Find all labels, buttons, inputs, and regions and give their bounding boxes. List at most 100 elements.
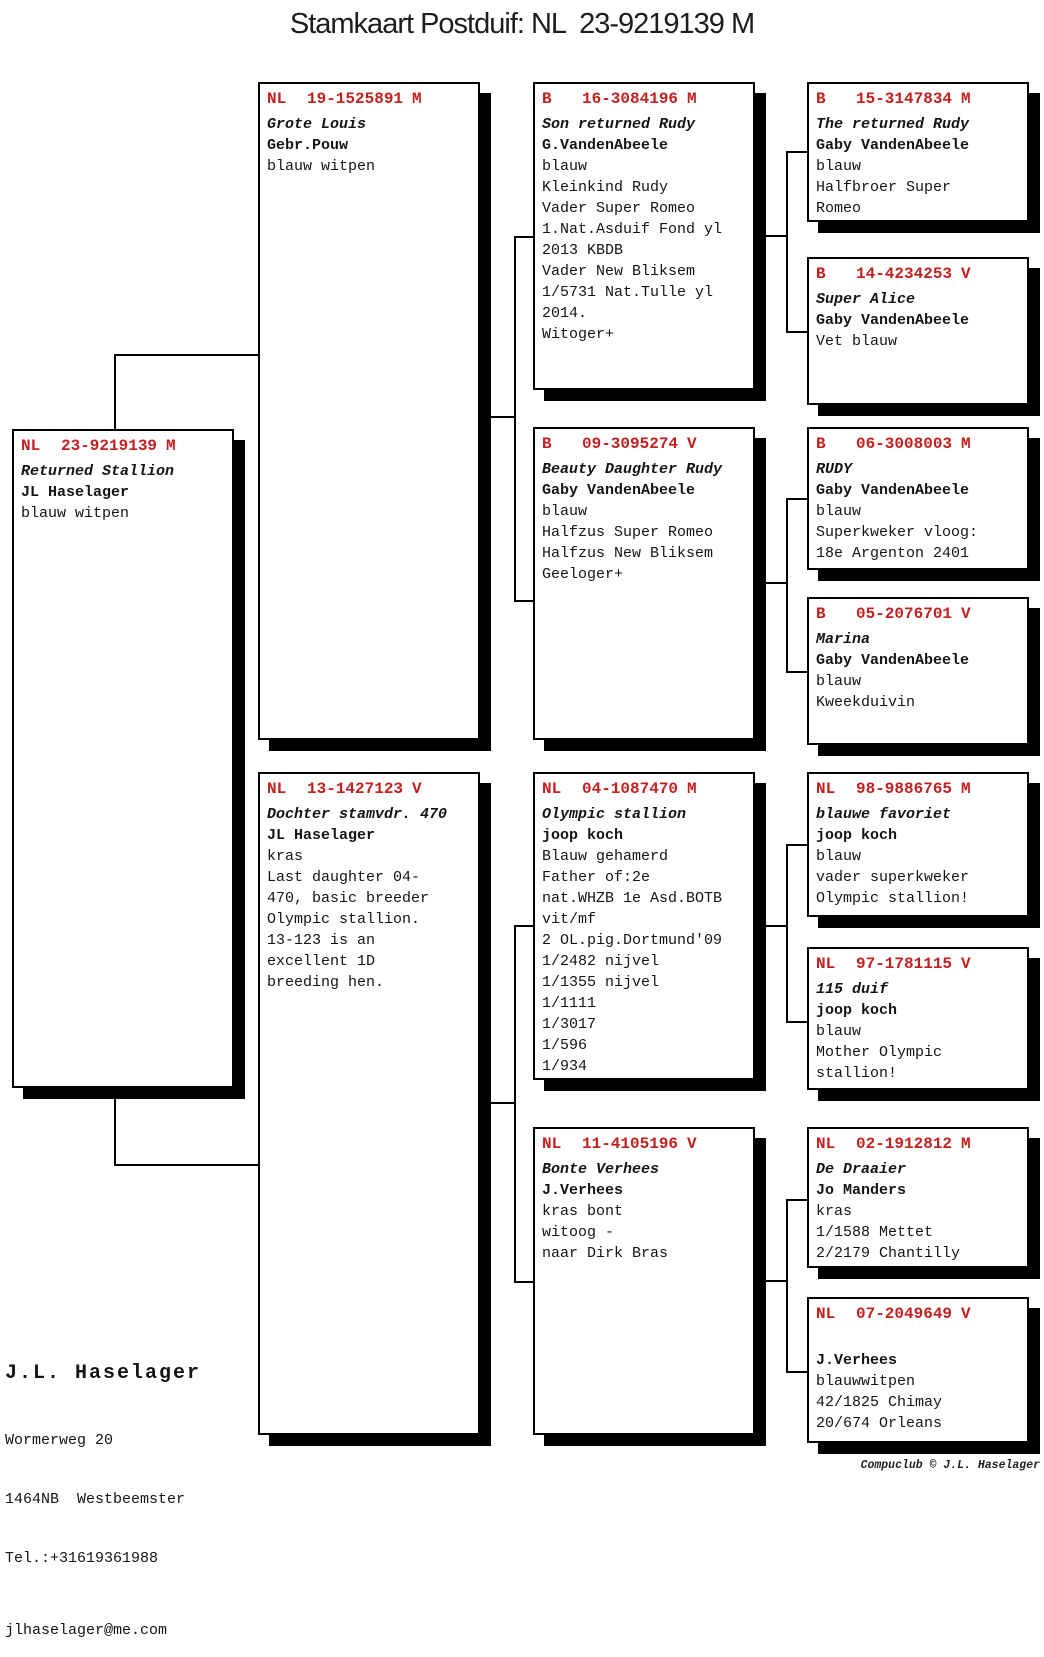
info-line: vader superkweker bbox=[816, 869, 970, 886]
owner-name: Gaby VandenAbeele bbox=[816, 652, 970, 669]
info-line: blauw bbox=[816, 673, 862, 690]
country-code: B bbox=[816, 605, 826, 623]
info-line: 1/2482 nijvel bbox=[542, 953, 660, 970]
info-line: Romeo bbox=[816, 200, 862, 217]
owner-name: J.Verhees bbox=[816, 1352, 898, 1369]
info-line: naar Dirk Bras bbox=[542, 1245, 669, 1262]
info-line: 13-123 is an bbox=[267, 932, 376, 949]
sex-code: M bbox=[961, 435, 971, 453]
info-line: Vet blauw bbox=[816, 333, 898, 350]
info-line: 42/1825 Chimay bbox=[816, 1394, 943, 1411]
owner-name: Gaby VandenAbeele bbox=[816, 137, 970, 154]
info-line: 1.Nat.Asduif Fond yl bbox=[542, 221, 723, 238]
connector-line bbox=[114, 354, 116, 431]
info-line: blauw witpen bbox=[267, 158, 376, 175]
sex-code: V bbox=[961, 955, 971, 973]
connector-line bbox=[755, 235, 788, 237]
owner-name: JL Haselager bbox=[21, 484, 130, 501]
pigeon-name: Olympic stallion bbox=[542, 806, 687, 823]
country-code: NL bbox=[816, 780, 836, 798]
connector-line bbox=[786, 1199, 807, 1201]
ring-number: 09-3095274 bbox=[582, 435, 679, 453]
sex-code: M bbox=[961, 1135, 971, 1153]
info-line: 1/1111 bbox=[542, 995, 597, 1012]
country-code: B bbox=[816, 90, 826, 108]
info-line: 20/674 Orleans bbox=[816, 1415, 943, 1432]
info-line: Father of:2e bbox=[542, 869, 651, 886]
country-code: NL bbox=[816, 955, 836, 973]
pigeon-name: Super Alice bbox=[816, 291, 916, 308]
sex-code: V bbox=[687, 1135, 697, 1153]
info-line: blauw bbox=[542, 503, 588, 520]
pigeon-name: RUDY bbox=[816, 461, 853, 478]
connector-line bbox=[514, 236, 535, 238]
pigeon-name: Grote Louis bbox=[267, 116, 367, 133]
pigeon-name: Son returned Rudy bbox=[542, 116, 696, 133]
connector-line bbox=[755, 1280, 788, 1282]
country-code: B bbox=[542, 90, 552, 108]
owner-name: G.VandenAbeele bbox=[542, 137, 669, 154]
copyright-note: Compuclub © J.L. Haselager bbox=[860, 1459, 1040, 1472]
info-line: Vader Super Romeo bbox=[542, 200, 696, 217]
owner-name: Jo Manders bbox=[816, 1182, 907, 1199]
sex-code: V bbox=[961, 265, 971, 283]
info-line: breeding hen. bbox=[267, 974, 385, 991]
country-code: B bbox=[816, 435, 826, 453]
connector-line bbox=[786, 671, 807, 673]
info-line: blauw bbox=[816, 1023, 862, 1040]
breeder-contact-block: J.L. Haselager Wormerweg 20 1464NB Westb… bbox=[5, 1326, 201, 1657]
info-line: nat.WHZB 1e Asd.BOTB bbox=[542, 890, 723, 907]
owner-name: joop koch bbox=[816, 1002, 898, 1019]
ring-number: 19-1525891 bbox=[307, 90, 404, 108]
info-line: Vader New Bliksem bbox=[542, 263, 696, 280]
info-line: 1/1588 Mettet bbox=[816, 1224, 934, 1241]
page-title: Stamkaart Postduif: NL 23-9219139 M bbox=[289, 8, 755, 40]
connector-line bbox=[114, 1086, 116, 1166]
ring-number: 14-4234253 bbox=[856, 265, 953, 283]
owner-name: Gaby VandenAbeele bbox=[816, 482, 970, 499]
connector-line bbox=[514, 236, 516, 602]
info-line: Witoger+ bbox=[542, 326, 615, 343]
pigeon-name bbox=[816, 1329, 1022, 1350]
info-line: 2/2179 Chantilly bbox=[816, 1245, 961, 1262]
info-line: Kweekduivin bbox=[816, 694, 916, 711]
breeder-name: J.L. Haselager bbox=[5, 1362, 202, 1385]
pigeon-name: blauwe favoriet bbox=[816, 806, 952, 823]
ring-number: 97-1781115 bbox=[856, 955, 953, 973]
ring-number: 05-2076701 bbox=[856, 605, 953, 623]
connector-line bbox=[114, 354, 260, 356]
sex-code: M bbox=[166, 437, 176, 455]
info-line: 1/5731 Nat.Tulle yl bbox=[542, 284, 714, 301]
country-code: NL bbox=[542, 780, 562, 798]
connector-line bbox=[786, 498, 788, 673]
info-line: 1/934 bbox=[542, 1058, 588, 1075]
sex-code: V bbox=[412, 780, 422, 798]
pigeon-name: De Draaier bbox=[816, 1161, 907, 1178]
breeder-email: jlhaselager@me.com bbox=[5, 1622, 168, 1639]
connector-line bbox=[786, 844, 788, 1023]
connector-line bbox=[480, 416, 515, 418]
ring-number: 07-2049649 bbox=[856, 1305, 953, 1323]
pigeon-name: Beauty Daughter Rudy bbox=[542, 461, 723, 478]
ring-number: 04-1087470 bbox=[582, 780, 679, 798]
info-line: kras bbox=[267, 848, 304, 865]
pigeon-name: Marina bbox=[816, 631, 871, 648]
